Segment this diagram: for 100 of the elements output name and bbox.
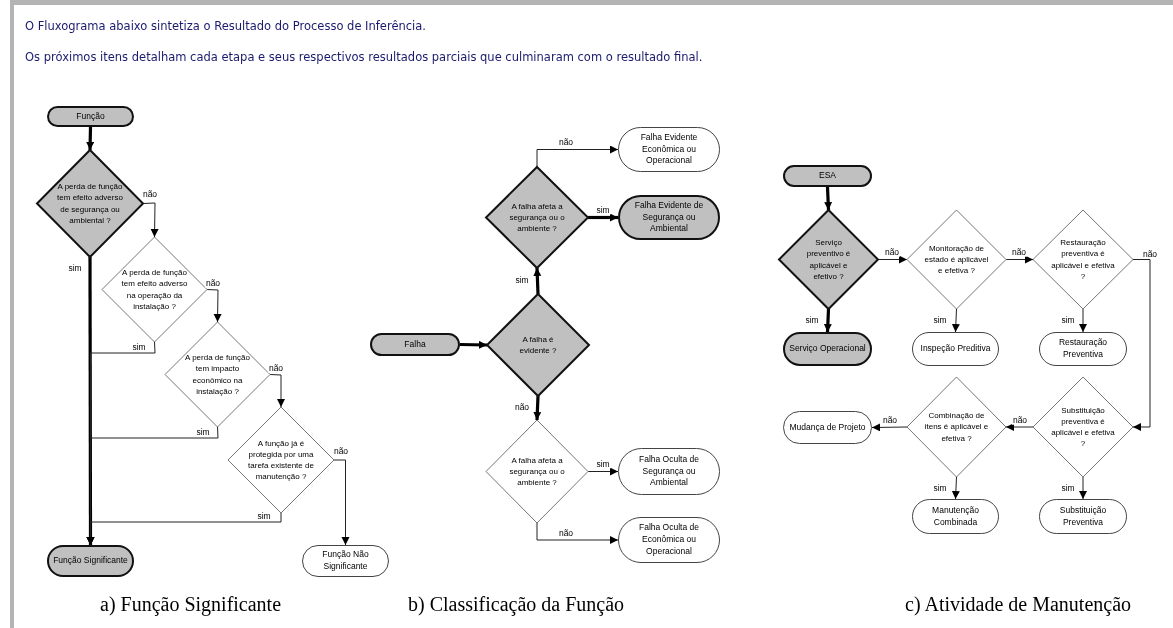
decision-diamond <box>1033 210 1133 309</box>
node-text: A falha é evidente ? <box>518 333 558 357</box>
decision-diamond <box>37 150 143 257</box>
node-text: ESA <box>818 170 837 182</box>
terminal-box <box>1039 332 1127 366</box>
terminal-box <box>618 448 720 495</box>
node-text: Função <box>75 110 106 123</box>
diagram-caption: c) Atividade de Manutenção <box>905 593 1132 616</box>
edge-label: não <box>141 189 159 199</box>
edge-label: não <box>1141 249 1159 259</box>
edge-label: não <box>557 137 575 147</box>
node-text: Função Não Significante <box>321 549 370 573</box>
terminal-box <box>912 332 999 366</box>
diagram-caption: a) Função Significante <box>100 593 282 616</box>
node-text: Função Significante <box>52 555 129 567</box>
arrow <box>823 308 832 333</box>
edge-label: não <box>204 278 222 288</box>
edge-label: não <box>1011 415 1029 425</box>
terminal-box <box>47 106 134 127</box>
edge-label: sim <box>1060 483 1076 493</box>
edge-label: sim <box>1060 315 1076 325</box>
node-text: Restauração preventiva é aplicável e efetiva ? <box>1050 237 1116 282</box>
arrow <box>951 476 960 500</box>
node-text: Mudança de Projeto <box>788 421 867 434</box>
arrow <box>1079 476 1087 500</box>
edge-label: não <box>267 363 285 373</box>
arrow <box>86 126 95 151</box>
node-text: Substituição Preventiva <box>1058 504 1108 529</box>
arrow <box>86 257 95 545</box>
node-text: Falha Oculta de Econômica ou Operacional <box>638 522 700 558</box>
decision-diamond <box>1033 377 1133 477</box>
terminal-box <box>370 333 460 356</box>
node-text: Falha Oculta de Segurança ou Ambiental <box>638 453 700 490</box>
decision-diamond <box>165 322 270 427</box>
decision-diamond <box>486 167 588 268</box>
node-text: Falha Evidente de Segurança ou Ambiental <box>633 199 705 236</box>
terminal-box <box>47 545 134 577</box>
node-text: Restauração Preventiva <box>1057 337 1109 361</box>
node-text: Combinação de itens é aplicável e efetiva ? <box>923 410 990 444</box>
arrow <box>587 467 619 476</box>
terminal-box <box>302 545 389 577</box>
node-text: A falha afeta a segurança ou o ambiente ? <box>508 454 566 489</box>
node-text: Serviço preventivo é aplicável e efetivo ? <box>805 237 852 282</box>
edge-label: sim <box>514 275 530 285</box>
arrow <box>824 186 833 211</box>
decision-diamond <box>779 210 878 309</box>
edge-label: sim <box>932 315 948 325</box>
edge-label: sim <box>595 205 611 215</box>
arrow <box>536 145 619 168</box>
edge-label: sim <box>932 483 948 493</box>
decision-diamond <box>907 377 1006 477</box>
node-text: Falha Evidente Econômica ou Operacional <box>639 131 699 168</box>
terminal-box <box>618 127 720 172</box>
node-text: Manutenção Combinada <box>931 504 980 529</box>
node-text: A falha afeta a segurança ou o ambiente ? <box>508 200 566 235</box>
arrow <box>536 522 619 544</box>
edge-label: não <box>332 446 350 456</box>
decision-diamond <box>907 210 1006 309</box>
node-text: Substituição preventiva é aplicável e efetiva ? <box>1050 404 1116 450</box>
node-text: A perda de função tem efeito adverso na operação da instalação ? <box>120 267 189 312</box>
arrow <box>588 213 618 222</box>
decision-diamond <box>487 294 589 396</box>
arrow <box>1079 308 1087 333</box>
edge-label: sim <box>67 263 83 273</box>
decision-diamond <box>486 420 588 523</box>
arrow <box>871 423 908 432</box>
node-text: A função já é protegida por uma tarefa existente de manutenção ? <box>247 437 315 483</box>
terminal-box <box>783 332 872 366</box>
arrow <box>206 289 222 323</box>
decision-diamond <box>102 237 207 342</box>
terminal-box <box>618 517 720 563</box>
terminal-box <box>618 195 720 240</box>
arrow <box>459 340 488 349</box>
terminal-box <box>783 165 872 187</box>
arrow <box>142 202 159 238</box>
arrow <box>1132 259 1151 431</box>
decision-diamond <box>228 407 334 513</box>
terminal-box <box>1039 499 1127 534</box>
edge-label: não <box>513 402 531 412</box>
node-text: Falha <box>403 338 427 351</box>
arrow <box>533 267 542 295</box>
edge-label: sim <box>131 342 147 352</box>
intro-text: O Fluxograma abaixo sintetiza o Resultado do Processo de Inferência. <box>25 19 426 33</box>
edge-label: sim <box>256 511 272 521</box>
arrow <box>877 255 908 264</box>
arrow <box>1005 255 1034 264</box>
edge-label: não <box>881 415 899 425</box>
node-text: Monitoração de estado é aplicável e efetiva ? <box>923 242 990 277</box>
edge-label: não <box>557 528 575 538</box>
arrow <box>951 308 960 333</box>
edge-label: sim <box>595 459 611 469</box>
arrow <box>1005 423 1034 431</box>
node-text: Inspeção Preditiva <box>919 343 992 355</box>
edge-label: sim <box>195 427 211 437</box>
diagram-caption: b) Classificação da Função <box>408 593 625 616</box>
arrow <box>533 395 542 421</box>
edge-label: não <box>883 247 901 257</box>
node-text: A perda de função tem impacto econômico na instalação ? <box>184 352 251 397</box>
node-text: A perda de função tem efeito adverso de segurança ou ambiental ? <box>56 181 124 226</box>
arrow <box>269 374 285 408</box>
